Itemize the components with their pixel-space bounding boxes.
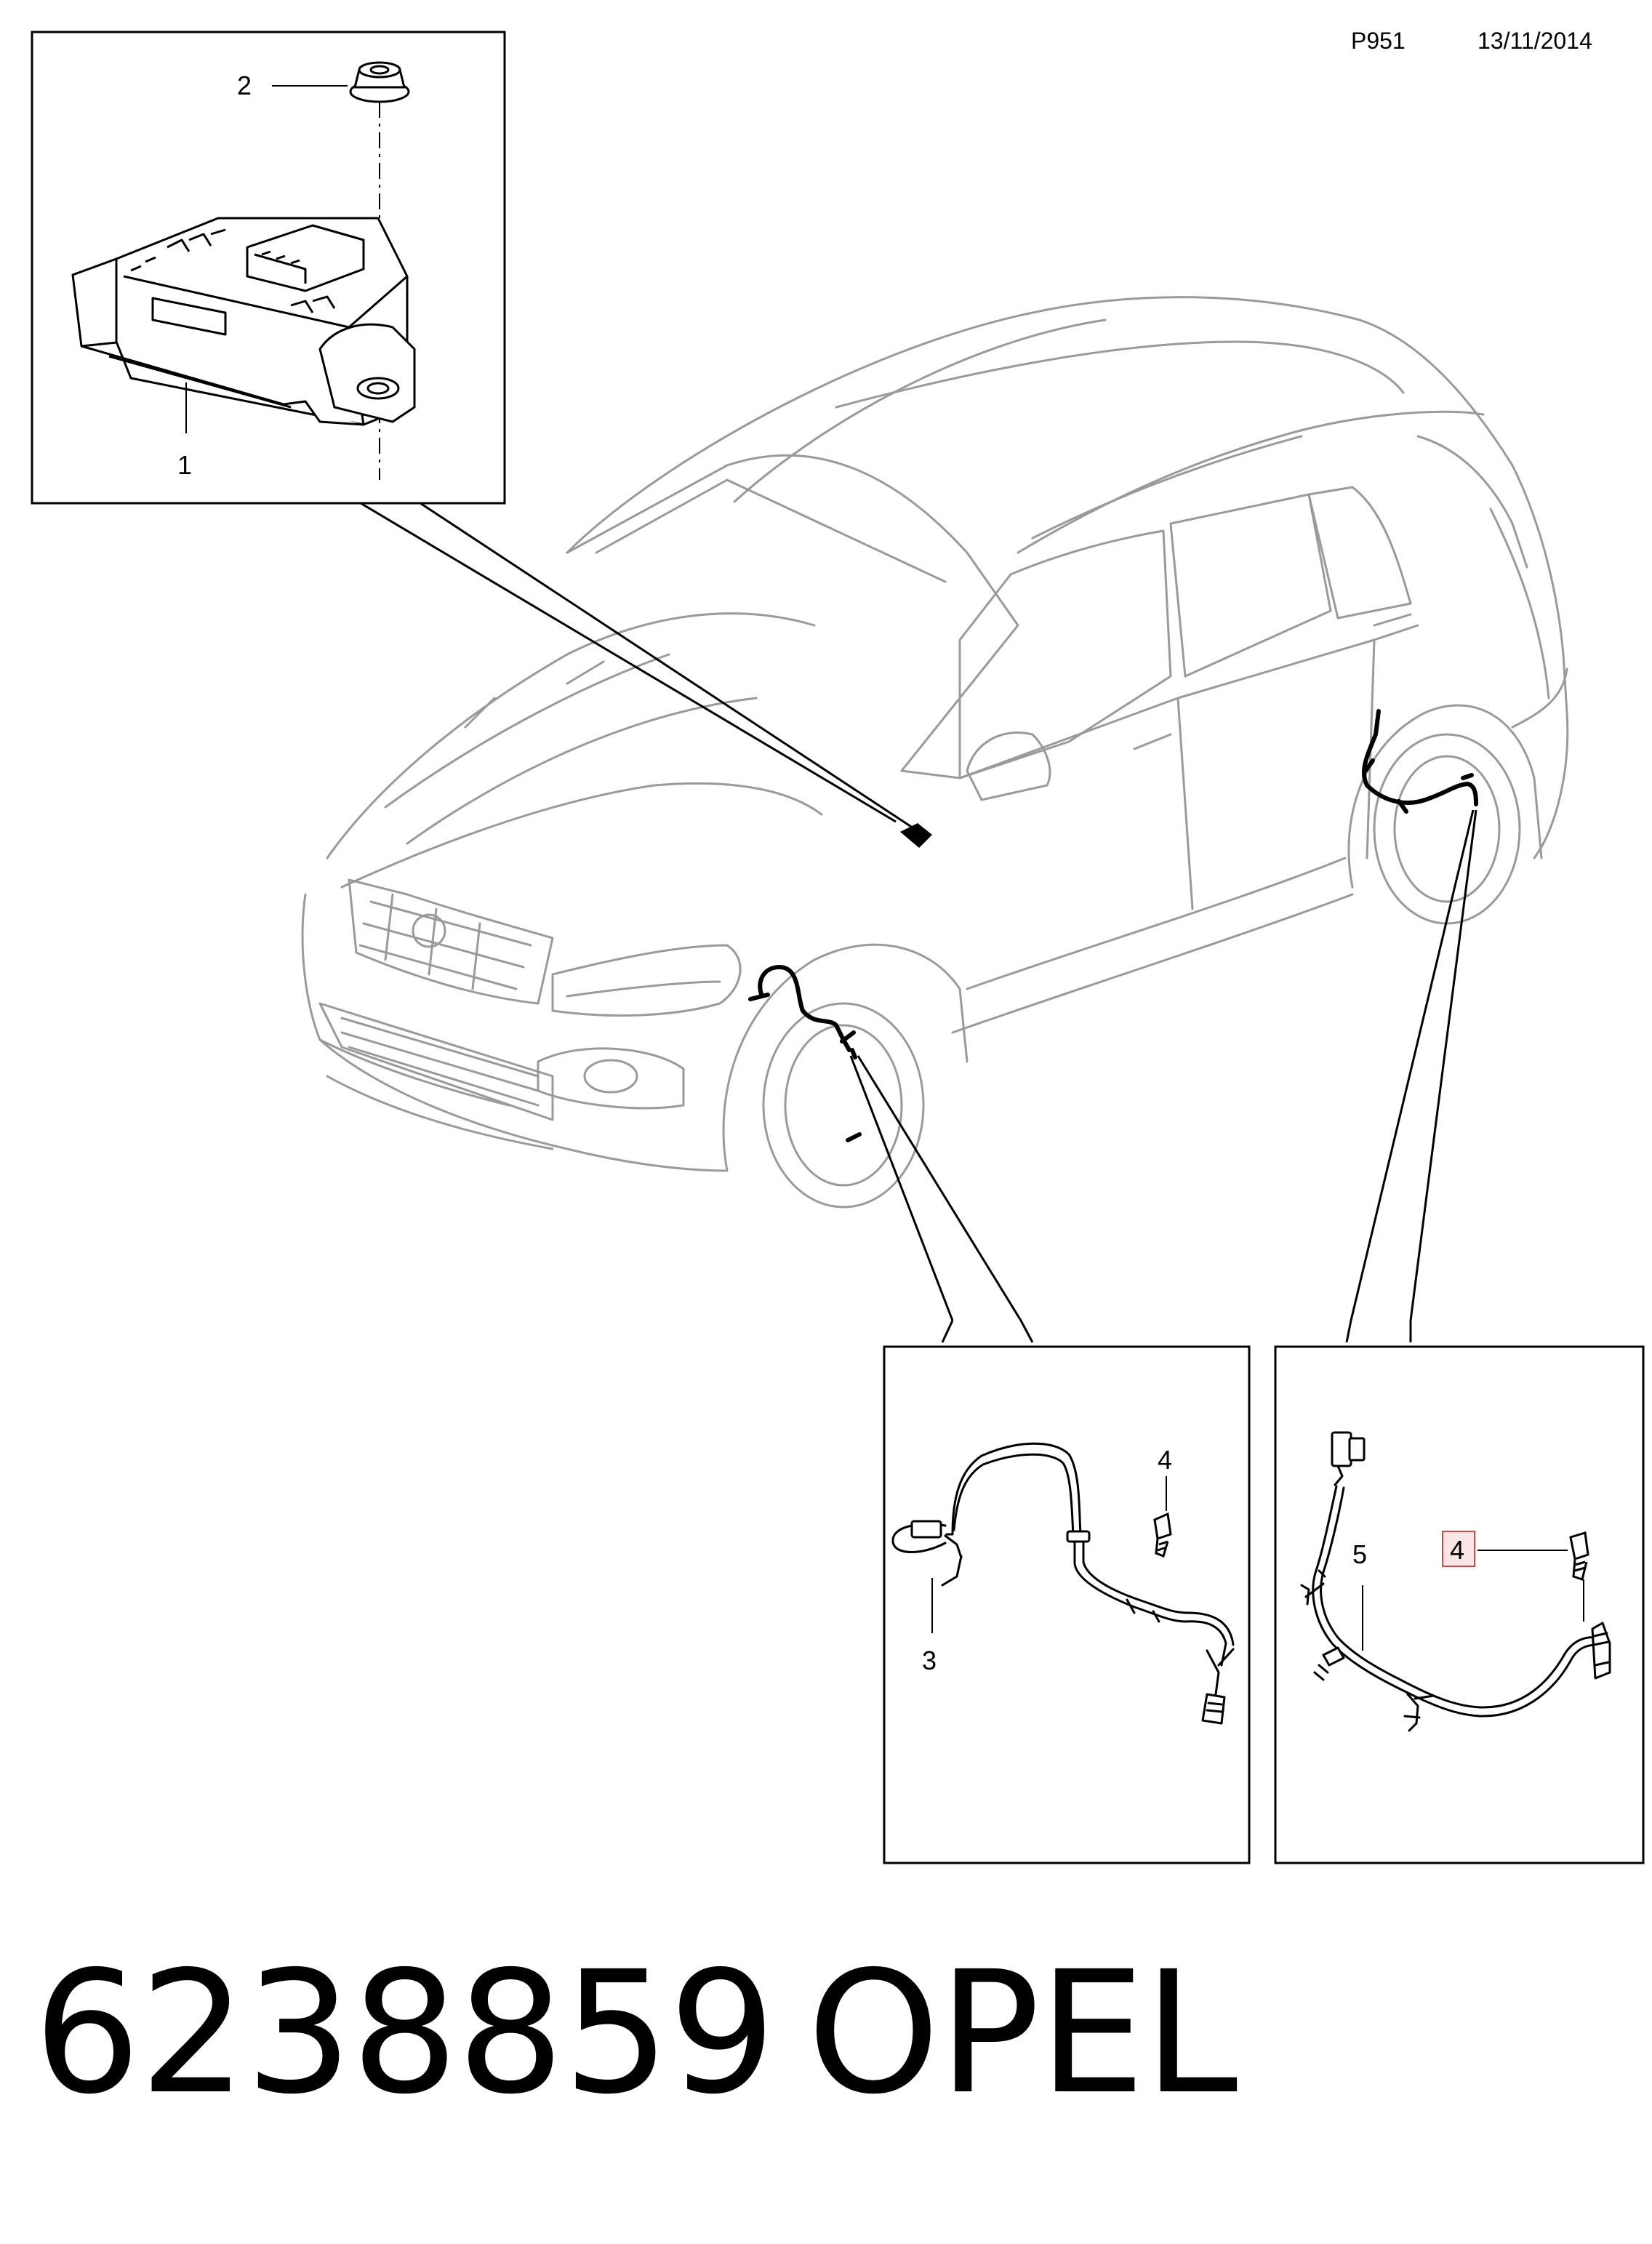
control-module-drawing <box>71 217 416 426</box>
detail-box-module <box>31 31 506 505</box>
callout-4-front: 4 <box>1158 1445 1172 1475</box>
callout-5: 5 <box>1352 1539 1367 1569</box>
detail-box-rear-sensor <box>1274 1345 1645 1864</box>
brand-name: OPEL <box>807 1935 1238 2131</box>
front-wheel-speed-sensor-drawing <box>891 1442 1235 1725</box>
part-number: 6238859 <box>33 1935 776 2131</box>
callout-1: 1 <box>177 450 192 480</box>
rear-wheel-speed-sensor-drawing <box>1300 1431 1611 1732</box>
vehicle-outline <box>301 296 1569 1209</box>
callout-4-rear: 4 <box>1450 1535 1464 1565</box>
rear-harness-on-car <box>1362 709 1478 814</box>
highlighted-callout-frame <box>1442 1531 1475 1567</box>
callout-3: 3 <box>922 1646 937 1675</box>
callout-2: 2 <box>237 71 252 100</box>
front-harness-on-car <box>748 965 862 1142</box>
flange-nut-drawing <box>349 61 410 103</box>
diagram-code: P951 <box>1351 28 1406 54</box>
front-sensor-screw-drawing <box>1153 1512 1172 1558</box>
diagram-date: 13/11/2014 <box>1477 28 1592 54</box>
module-mount-marker <box>900 823 932 848</box>
detail-box-front-sensor <box>883 1345 1251 1864</box>
rear-sensor-screw-drawing <box>1569 1531 1589 1581</box>
